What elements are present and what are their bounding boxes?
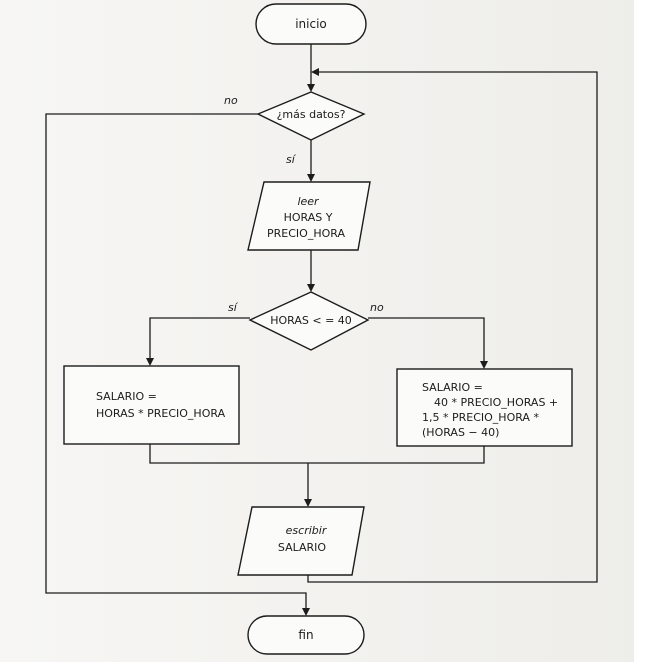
- page-margin: [634, 0, 653, 662]
- arrowhead-end: [302, 608, 310, 616]
- arrowhead-loop: [311, 68, 319, 76]
- input-read-keyword: leer: [297, 195, 320, 208]
- output-write-keyword: escribir: [286, 524, 328, 537]
- decision-hours: HORAS < = 40: [248, 291, 370, 351]
- edge-label-data-yes: sí: [286, 153, 297, 166]
- edge-left-merge: [149, 444, 308, 464]
- process-left-line1: SALARIO =: [96, 390, 157, 403]
- arrowhead-decision-yes: [307, 174, 315, 182]
- decision-more-data-label: ¿más datos?: [277, 108, 346, 121]
- arrowhead-read: [307, 284, 315, 292]
- input-read: leer HORAS Y PRECIO_HORA: [247, 181, 371, 251]
- process-right-line2: 40 * PRECIO_HORAS +: [434, 396, 558, 409]
- start-terminal: inicio: [255, 3, 367, 45]
- arrowhead-write: [304, 499, 312, 507]
- decision-hours-label: HORAS < = 40: [270, 314, 352, 327]
- end-terminal: fin: [247, 615, 365, 655]
- edge-label-data-no: no: [224, 94, 238, 107]
- process-salary-overtime: SALARIO = 40 * PRECIO_HORAS + 1,5 * PREC…: [396, 368, 573, 447]
- arrowhead-start: [307, 84, 315, 92]
- edge-loop-back: [307, 71, 598, 583]
- output-write: escribir SALARIO: [237, 506, 365, 576]
- process-right-line3: 1,5 * PRECIO_HORA *: [422, 411, 539, 424]
- edge-hours-no: [368, 317, 485, 361]
- decision-more-data: ¿más datos?: [256, 91, 366, 141]
- arrowhead-hours-yes: [146, 358, 154, 366]
- arrowhead-hours-no: [480, 361, 488, 369]
- input-read-line2: PRECIO_HORA: [267, 227, 345, 240]
- end-label: fin: [298, 628, 313, 642]
- output-write-line1: SALARIO: [278, 541, 327, 554]
- process-salary-regular: SALARIO = HORAS * PRECIO_HORA: [63, 365, 240, 445]
- start-label: inicio: [295, 17, 327, 31]
- process-right-line4: (HORAS − 40): [422, 426, 499, 439]
- edge-right-merge: [308, 446, 485, 464]
- edge-label-hours-no: no: [370, 301, 384, 314]
- edge-hours-yes: [149, 317, 250, 358]
- edge-decision-no: [45, 113, 307, 608]
- edge-label-hours-yes: sí: [228, 301, 239, 314]
- salary-flowchart: inicio ¿más datos? leer HORAS Y PRECIO_H…: [45, 3, 598, 655]
- process-right-line1: SALARIO =: [422, 381, 483, 394]
- input-read-line1: HORAS Y: [284, 211, 333, 224]
- process-left-line2: HORAS * PRECIO_HORA: [96, 407, 226, 420]
